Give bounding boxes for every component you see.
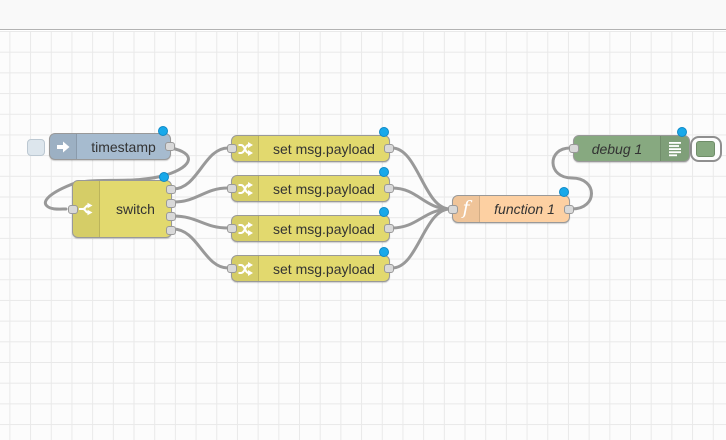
wire-switch3-to-change3[interactable]: [171, 214, 230, 230]
inject-arrow-icon: [50, 134, 77, 159]
inject-button[interactable]: [27, 139, 45, 156]
switch-output-port-3[interactable]: [166, 212, 176, 221]
node-label: function 1: [494, 201, 555, 217]
modified-indicator: [379, 167, 389, 177]
switch-input-port[interactable]: [68, 204, 78, 214]
node-change-3[interactable]: set msg.payload: [227, 207, 394, 242]
modified-indicator: [379, 207, 389, 217]
modified-indicator: [677, 127, 687, 137]
node-change-2[interactable]: set msg.payload: [227, 167, 394, 202]
debug-input-port[interactable]: [569, 144, 579, 153]
wire-switch2-to-change2[interactable]: [171, 186, 230, 204]
node-label: debug 1: [591, 140, 643, 157]
change3-input-port[interactable]: [227, 224, 237, 233]
wire-switch1-to-change1[interactable]: [171, 146, 230, 191]
modified-indicator: [379, 247, 389, 257]
change3-output-port[interactable]: [384, 224, 394, 233]
change4-input-port[interactable]: [227, 264, 237, 273]
debug-toggle-button[interactable]: [690, 136, 722, 162]
node-inject-timestamp[interactable]: timestamp: [49, 126, 175, 160]
switch-output-port-1[interactable]: [166, 185, 176, 194]
node-debug-1[interactable]: debug 1: [569, 127, 690, 162]
node-function-1[interactable]: f function 1: [448, 187, 574, 223]
node-label: set msg.payload: [273, 180, 375, 197]
node-label: set msg.payload: [273, 220, 375, 237]
inject-output-port[interactable]: [165, 142, 175, 151]
modified-indicator: [379, 127, 389, 137]
switch-output-port-2[interactable]: [166, 199, 176, 208]
wire-switch4-to-change4[interactable]: [171, 227, 230, 270]
debug-toggle-state: [696, 141, 715, 157]
modified-indicator: [559, 187, 569, 197]
change-swap-icon: [232, 136, 259, 161]
switch-output-port-4[interactable]: [166, 226, 176, 235]
flow-canvas[interactable]: timestamp switch: [0, 31, 726, 440]
switch-fork-icon: [73, 181, 100, 237]
wires-layer: [43, 146, 593, 270]
function-input-port[interactable]: [448, 204, 458, 214]
change4-output-port[interactable]: [384, 264, 394, 273]
node-label: switch: [116, 201, 155, 217]
node-switch[interactable]: switch: [68, 172, 176, 238]
debug-lines-icon: [660, 136, 689, 161]
wire-change4-to-function[interactable]: [390, 207, 452, 270]
change2-input-port[interactable]: [227, 184, 237, 193]
node-change-1[interactable]: set msg.payload: [227, 127, 394, 162]
modified-indicator: [159, 172, 169, 182]
change1-output-port[interactable]: [384, 144, 394, 153]
node-label: timestamp: [91, 138, 156, 155]
change1-input-port[interactable]: [227, 144, 237, 153]
modified-indicator: [158, 126, 168, 136]
node-change-4[interactable]: set msg.payload: [227, 247, 394, 282]
wire-function-to-debug[interactable]: [551, 146, 593, 211]
function-output-port[interactable]: [564, 204, 574, 214]
change2-output-port[interactable]: [384, 184, 394, 193]
node-label: set msg.payload: [273, 260, 375, 277]
header-bar: [0, 0, 726, 30]
node-label: set msg.payload: [273, 140, 375, 157]
